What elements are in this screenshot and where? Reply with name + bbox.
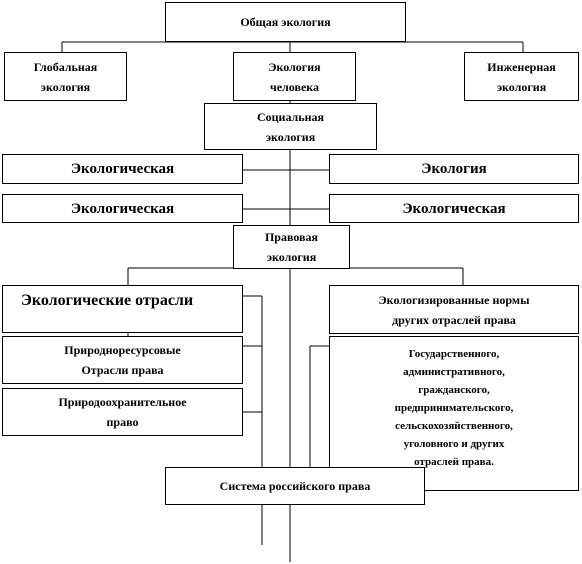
legal-ecology-box: Правовая экология: [233, 225, 350, 269]
legal-ecology-label: Правовая экология: [264, 230, 319, 264]
row-a-right-box: Экология: [329, 154, 579, 184]
engineering-ecology-box: Инженерная экология: [464, 52, 579, 101]
social-ecology-label: Социальная экология: [256, 109, 325, 144]
row-a-right-label: Экология: [421, 161, 487, 177]
global-ecology-label: Глобальная экология: [33, 59, 98, 94]
natural-resource-law-box: Природноресурсовые Отрасли права: [2, 336, 243, 384]
row-a-left-label: Экологическая: [70, 161, 175, 177]
other-law-branches-box: Государственного, административного, гра…: [329, 336, 579, 491]
human-ecology-box: Экология человека: [233, 52, 356, 101]
natural-resource-law-label: Природноресурсовые Отрасли права: [64, 343, 181, 377]
general-ecology-box: Общая экология: [165, 2, 406, 42]
environmental-protection-law-label: Природоохранительное право: [58, 395, 187, 429]
engineering-ecology-label: Инженерная экология: [487, 59, 556, 94]
global-ecology-box: Глобальная экология: [4, 52, 127, 101]
ecological-branches-box: Экологические отрасли: [2, 285, 243, 333]
greened-norms-box: Экологизированные нормы других отраслей …: [329, 285, 579, 334]
human-ecology-label: Экология человека: [268, 59, 321, 94]
other-law-branches-label: Государственного, административного, гра…: [394, 348, 514, 468]
ecological-branches-label: Экологические отрасли: [21, 292, 194, 309]
row-b-right-label: Экологическая: [402, 200, 506, 217]
general-ecology-label: Общая экология: [240, 15, 331, 29]
russian-law-system-box: Система российского права: [165, 467, 425, 505]
row-b-left-box: Экологическая: [2, 194, 243, 223]
row-a-left-box: Экологическая: [2, 154, 243, 184]
greened-norms-label: Экологизированные нормы других отраслей …: [378, 292, 530, 327]
russian-law-system-label: Система российского права: [219, 479, 371, 493]
row-b-right-box: Экологическая: [329, 194, 579, 223]
social-ecology-box: Социальная экология: [204, 103, 377, 150]
environmental-protection-law-box: Природоохранительное право: [2, 388, 243, 436]
row-b-left-label: Экологическая: [70, 200, 175, 217]
